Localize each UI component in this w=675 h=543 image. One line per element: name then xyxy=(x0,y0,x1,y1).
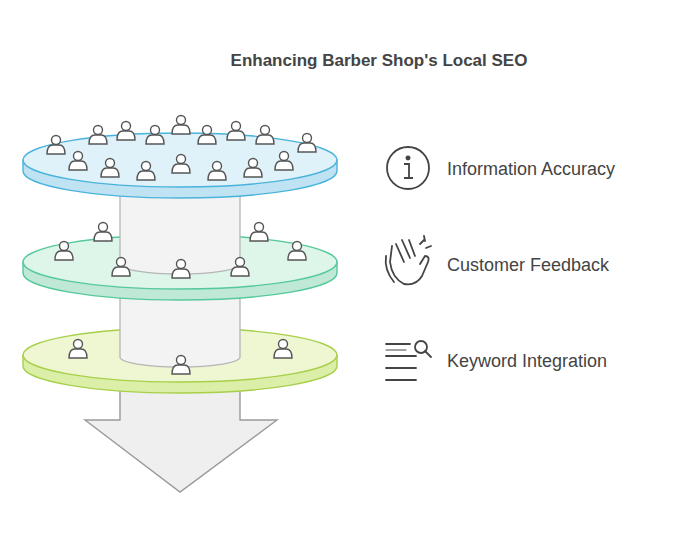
info-icon xyxy=(387,147,429,189)
diagram-title: Enhancing Barber Shop's Local SEO xyxy=(231,51,528,71)
down-arrow xyxy=(85,388,277,492)
clapping-icon xyxy=(386,236,431,284)
step-label: Keyword Integration xyxy=(447,351,607,372)
keyword-search-icon xyxy=(386,341,431,380)
people xyxy=(47,116,316,375)
top-disc xyxy=(23,133,337,198)
step-label: Customer Feedback xyxy=(447,255,609,276)
step-label: Information Accuracy xyxy=(447,159,615,180)
